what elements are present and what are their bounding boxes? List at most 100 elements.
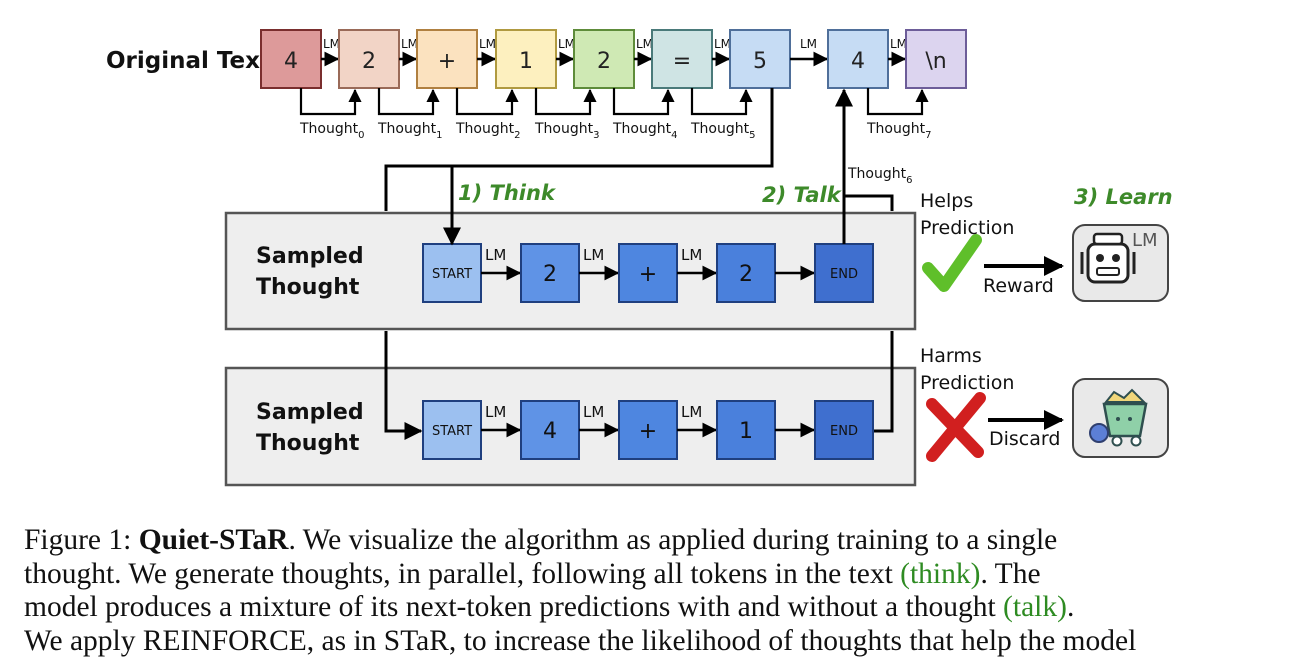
thought-token-box — [814, 243, 874, 303]
token-text: + — [438, 49, 456, 74]
thought-loop-arrow — [690, 88, 753, 116]
thought-token-text: + — [639, 262, 657, 287]
thought-chain-top: START LM 2 LM + LM 2 END — [422, 243, 874, 303]
lm-label: LM — [401, 37, 418, 51]
lm-label: LM — [681, 403, 702, 421]
thought-token-text: 2 — [739, 262, 753, 287]
token-box — [729, 29, 791, 89]
thought-token-text: START — [432, 424, 472, 439]
trash-cart-icon — [1072, 378, 1169, 458]
token-text: 1 — [519, 49, 533, 74]
sampled-thought-label-bottom-line1: Sampled — [256, 400, 364, 425]
thought-label: Thought0 — [299, 121, 365, 141]
lm-label: LM — [485, 246, 506, 264]
lm-label: LM — [800, 37, 817, 51]
talk-panel-link — [844, 194, 894, 211]
lm-label: LM — [681, 246, 702, 264]
thought-token-text: 2 — [543, 262, 557, 287]
token-box — [338, 29, 400, 89]
token-text: 4 — [851, 49, 865, 74]
caption-line3-b: . — [1066, 591, 1075, 623]
sampled-thought-label-bottom-line2: Thought — [256, 431, 360, 456]
thought-loop-arrow — [612, 88, 675, 116]
helps-label-line2: Prediction — [920, 217, 1014, 239]
caption-line4: We apply REINFORCE, as in STaR, to incre… — [24, 624, 1137, 657]
lm-label: LM — [485, 403, 506, 421]
lm-label: LM — [583, 246, 604, 264]
thought-token-text: 4 — [543, 419, 557, 444]
bottom-end-link — [874, 331, 894, 433]
thought-loop-arrow — [455, 88, 519, 116]
thought-token-box — [520, 243, 580, 303]
caption-talk-highlight: (talk) — [1003, 591, 1067, 623]
thought-chain-bottom: START LM 4 LM + LM 1 END — [422, 400, 874, 460]
lm-label: LM — [890, 37, 907, 51]
sampled-thought-label-top-line2: Thought — [256, 275, 360, 300]
thought-token-box — [716, 243, 776, 303]
robot-lm-icon: LM — [1072, 224, 1169, 302]
original-text-label: Original Text — [106, 48, 271, 74]
think-arrow — [443, 88, 774, 246]
thought-label: Thought2 — [455, 121, 521, 141]
sampled-thought-label-top-line1: Sampled — [256, 244, 364, 269]
figure-label: Figure 1: — [24, 524, 139, 556]
token-text: 4 — [284, 49, 298, 74]
thought-token-box — [618, 400, 678, 460]
thought-loop-arrow — [377, 88, 440, 116]
thought-token-text: END — [830, 424, 858, 439]
step-think-label: 1) Think — [458, 181, 557, 205]
thought-token-box — [618, 243, 678, 303]
token-text: 2 — [597, 49, 611, 74]
step-learn-label: 3) Learn — [1074, 185, 1173, 209]
thought-token-box — [814, 400, 874, 460]
figure-caption: Figure 1: Quiet-STaR. We visualize the a… — [24, 524, 1274, 658]
thought-token-text: START — [432, 267, 472, 282]
thought-label: Thought5 — [690, 121, 756, 141]
step-talk-label: 2) Talk — [762, 183, 843, 207]
caption-line2-b: . The — [980, 557, 1041, 590]
cross-icon — [926, 392, 986, 462]
quiet-star-diagram: Original Text 4LM2LM+LM1LM2LM=LM5LM4LM\n… — [106, 29, 1173, 487]
reward-label: Reward — [983, 275, 1054, 297]
lm-label: LM — [583, 403, 604, 421]
token-box — [260, 29, 322, 89]
thought-loop-arrow — [866, 88, 929, 116]
thought-token-text: 1 — [739, 419, 753, 444]
thought-label: Thought7 — [866, 121, 932, 141]
token-box — [495, 29, 557, 89]
lm-label: LM — [636, 37, 653, 51]
token-box — [416, 29, 478, 89]
caption-line2-a: thought. We generate thoughts, in parall… — [24, 557, 901, 590]
thought-label: Thought1 — [377, 121, 443, 141]
think-branch-line — [384, 164, 452, 211]
lm-label: LM — [479, 37, 496, 51]
thought-token-text: + — [639, 419, 657, 444]
thought-token-text: END — [830, 267, 858, 282]
lm-label: LM — [558, 37, 575, 51]
thought6-label: Thought6 — [847, 166, 913, 186]
thought-loop-arrow — [534, 88, 597, 116]
thought-label: Thought4 — [612, 121, 678, 141]
token-box — [905, 29, 967, 89]
thought-label: Thought3 — [534, 121, 600, 141]
thought-token-box — [716, 400, 776, 460]
harms-label-line1: Harms — [920, 345, 982, 367]
svg-text:LM: LM — [1132, 230, 1158, 251]
thought-token-box — [422, 243, 482, 303]
caption-title: Quiet-STaR — [138, 524, 289, 556]
token-text: \n — [925, 49, 946, 74]
caption-think-highlight: (think) — [900, 557, 981, 590]
helps-label-line1: Helps — [920, 190, 973, 212]
caption-line3-a: model produces a mixture of its next-tok… — [24, 591, 1004, 623]
harms-label-line2: Prediction — [920, 372, 1014, 394]
token-text: = — [673, 49, 691, 74]
token-text: 5 — [753, 49, 767, 74]
thought-loops: Thought0 Thought1 Thought2 Thought3 Thought4… — [299, 88, 932, 141]
think-bottom-branch — [384, 331, 423, 440]
caption-line1-rest: . We visualize the algorithm as applied … — [288, 524, 1058, 556]
token-text: 2 — [362, 49, 376, 74]
discard-label: Discard — [989, 428, 1060, 450]
lm-label: LM — [323, 37, 340, 51]
thought-token-box — [520, 400, 580, 460]
